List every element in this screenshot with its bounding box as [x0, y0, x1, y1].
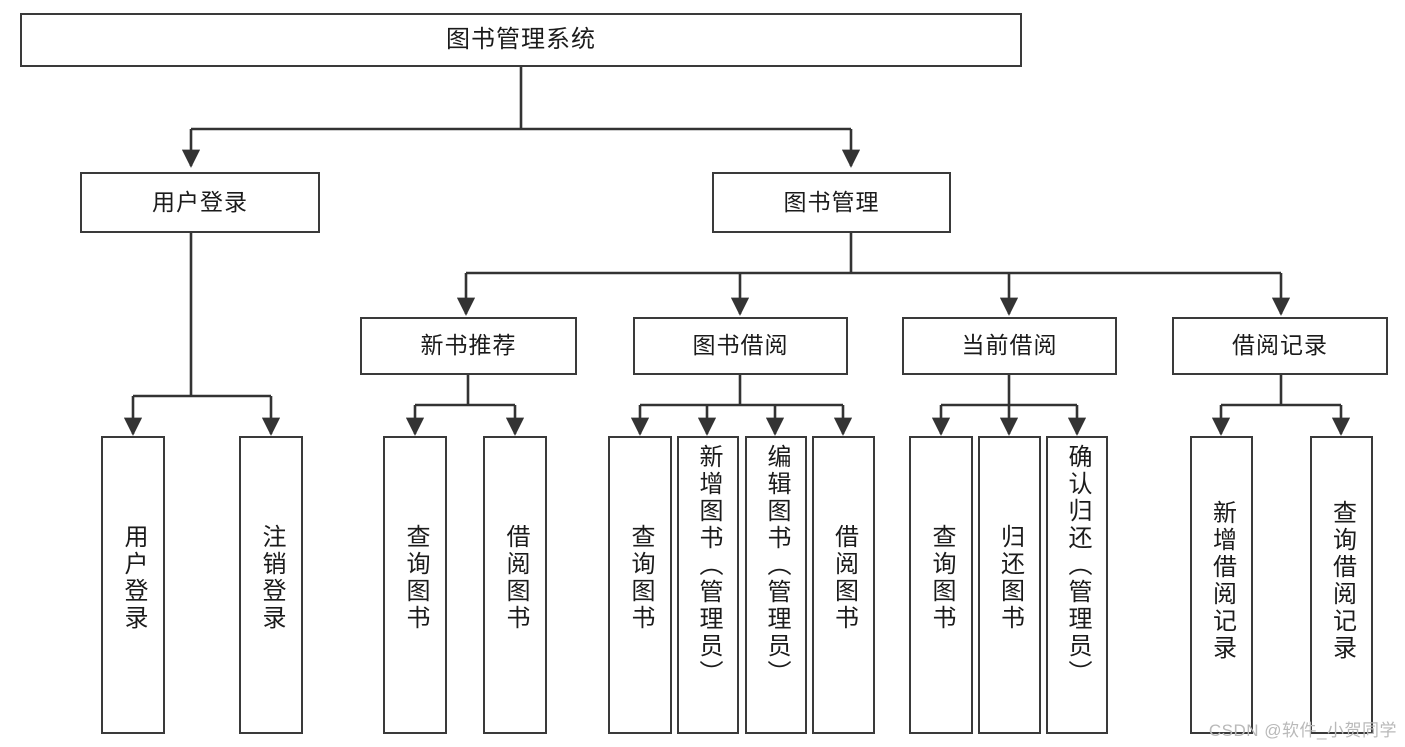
node-book-borrow-label: 图书借阅: [692, 332, 789, 359]
node-leaf-query-book-1-label: 查询图书: [402, 524, 429, 632]
node-leaf-edit-book[interactable]: 编辑图书（管理员）: [745, 436, 807, 734]
node-user-login[interactable]: 用户登录: [80, 172, 320, 233]
node-book-manage[interactable]: 图书管理: [712, 172, 951, 233]
node-leaf-query-book-3[interactable]: 查询图书: [909, 436, 973, 734]
node-user-login-label: 用户登录: [152, 188, 248, 215]
node-leaf-confirm-return[interactable]: 确认归还（管理员）: [1046, 436, 1108, 734]
node-borrow-record-label: 借阅记录: [1232, 332, 1328, 359]
node-leaf-edit-book-label: 编辑图书（管理员）: [763, 444, 790, 687]
node-leaf-user-logout-label: 注销登录: [258, 524, 285, 632]
node-current-borrow[interactable]: 当前借阅: [902, 317, 1117, 375]
node-leaf-borrow-book-2-label: 借阅图书: [830, 524, 858, 632]
node-root[interactable]: 图书管理系统: [20, 13, 1022, 67]
node-borrow-record[interactable]: 借阅记录: [1172, 317, 1388, 375]
watermark: CSDN @软件_小贺同学: [1208, 721, 1397, 740]
node-leaf-borrow-book-2[interactable]: 借阅图书: [812, 436, 875, 734]
node-book-manage-label: 图书管理: [783, 188, 880, 215]
node-leaf-query-book-1[interactable]: 查询图书: [383, 436, 447, 734]
node-leaf-user-logout[interactable]: 注销登录: [239, 436, 303, 734]
node-leaf-user-login[interactable]: 用户登录: [101, 436, 165, 734]
node-leaf-add-record[interactable]: 新增借阅记录: [1190, 436, 1253, 734]
node-book-borrow[interactable]: 图书借阅: [633, 317, 848, 375]
node-leaf-query-record-label: 查询借阅记录: [1328, 500, 1356, 662]
node-leaf-borrow-book-1[interactable]: 借阅图书: [483, 436, 547, 734]
node-root-label: 图书管理系统: [446, 25, 596, 53]
node-leaf-add-book-label: 新增图书（管理员）: [695, 444, 722, 687]
node-leaf-add-book[interactable]: 新增图书（管理员）: [677, 436, 739, 734]
node-leaf-query-book-2[interactable]: 查询图书: [608, 436, 672, 734]
node-leaf-borrow-book-1-label: 借阅图书: [502, 524, 529, 632]
node-leaf-user-login-label: 用户登录: [120, 524, 147, 632]
node-leaf-query-book-2-label: 查询图书: [627, 524, 654, 632]
node-leaf-query-book-3-label: 查询图书: [928, 524, 955, 632]
node-leaf-return-book[interactable]: 归还图书: [978, 436, 1041, 734]
node-leaf-query-record[interactable]: 查询借阅记录: [1310, 436, 1373, 734]
node-leaf-confirm-return-label: 确认归还（管理员）: [1064, 444, 1091, 687]
node-current-borrow-label: 当前借阅: [961, 332, 1058, 359]
node-new-book-recommend[interactable]: 新书推荐: [360, 317, 577, 375]
node-leaf-add-record-label: 新增借阅记录: [1208, 500, 1236, 662]
node-leaf-return-book-label: 归还图书: [996, 524, 1024, 632]
node-new-book-recommend-label: 新书推荐: [420, 332, 517, 359]
